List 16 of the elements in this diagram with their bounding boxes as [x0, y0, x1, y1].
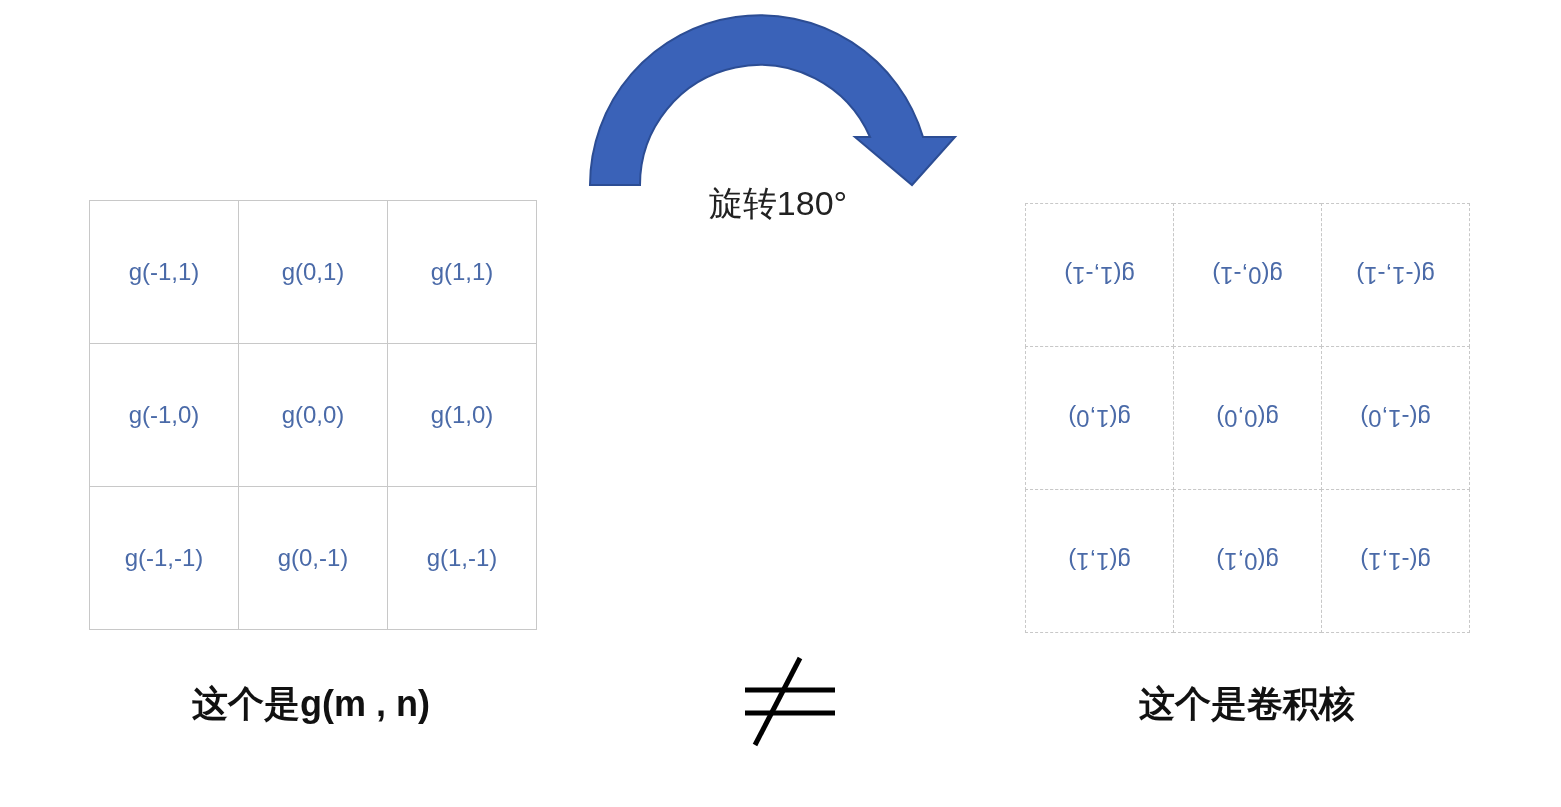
grid-cell: g(-1,-1)	[89, 486, 239, 630]
grid-cell: g(1,0)	[1025, 346, 1174, 490]
grid-cell: g(-1,1)	[89, 200, 239, 344]
grid-cell: g(1,1)	[1025, 489, 1174, 633]
grid-cell: g(0,0)	[1173, 346, 1322, 490]
grid-cell: g(1,-1)	[1025, 203, 1174, 347]
grid-cell: g(-1,0)	[1321, 346, 1470, 490]
grid-cell: g(-1,-1)	[1321, 203, 1470, 347]
grid-cell: g(1,-1)	[387, 486, 537, 630]
caption: 这个是卷积核	[1139, 682, 1355, 726]
rotation-label: 旋转180°	[708, 183, 848, 224]
caption: 这个是g(m , n)	[192, 682, 430, 726]
grid-cell: g(-1,1)	[1321, 489, 1470, 633]
grid-cell: g(1,1)	[387, 200, 537, 344]
grid-cell: g(0,1)	[1173, 489, 1322, 633]
grid-cell: g(0,-1)	[1173, 203, 1322, 347]
